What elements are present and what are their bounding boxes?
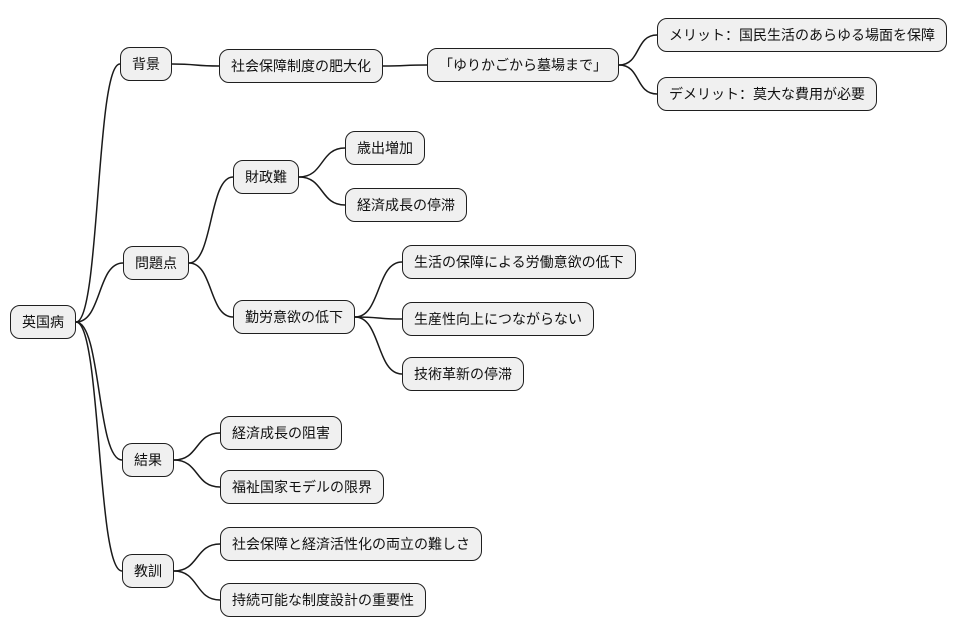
node-kinroiyoku-teika[interactable]: 勤労意欲の低下 [233,300,355,334]
node-eikokubyo[interactable]: 英国病 [10,305,76,339]
node-label: 持続可能な制度設計の重要性 [232,592,414,608]
node-label: 社会保障制度の肥大化 [231,58,371,74]
node-label: 問題点 [135,255,177,271]
node-kekka[interactable]: 結果 [122,443,174,477]
node-label: 財政難 [245,169,287,185]
node-kyokun[interactable]: 教訓 [122,554,174,588]
node-merit[interactable]: メリット：国民生活のあらゆる場面を保障 [657,18,947,52]
node-zaiseinan[interactable]: 財政難 [233,160,299,194]
node-saishutsu-zoka[interactable]: 歳出増加 [345,131,425,165]
node-label: 経済成長の阻害 [232,425,330,441]
node-label: 教訓 [134,563,162,579]
node-label: 経済成長の停滞 [357,197,455,213]
node-jizoku-kano-sekkei[interactable]: 持続可能な制度設計の重要性 [220,583,426,617]
node-label: 歳出増加 [357,140,413,156]
node-label: 「ゆりかごから墓場まで」 [439,57,607,73]
node-label: 生産性向上につながらない [414,311,582,327]
node-label: デメリット：莫大な費用が必要 [669,86,865,102]
node-seisansei-kojo[interactable]: 生産性向上につながらない [402,302,594,336]
node-haikei[interactable]: 背景 [120,47,172,81]
node-label: 技術革新の停滞 [414,366,512,382]
node-seikatsu-hosho-rodoiyoku[interactable]: 生活の保障による労働意欲の低下 [402,245,636,279]
node-yurikago[interactable]: 「ゆりかごから墓場まで」 [427,48,619,82]
node-label: 背景 [132,56,160,72]
node-label: 生活の保障による労働意欲の低下 [414,254,624,270]
node-label: 社会保障と経済活性化の両立の難しさ [232,536,470,552]
node-keizaiseicho-teitai[interactable]: 経済成長の停滞 [345,188,467,222]
node-gijutsukakushin-teitai[interactable]: 技術革新の停滞 [402,357,524,391]
node-label: メリット：国民生活のあらゆる場面を保障 [669,27,935,43]
node-mondaiten[interactable]: 問題点 [123,246,189,280]
node-label: 英国病 [22,314,64,330]
node-label: 勤労意欲の低下 [245,309,343,325]
node-ryoritsu-muzukashisa[interactable]: 社会保障と経済活性化の両立の難しさ [220,527,482,561]
node-label: 結果 [134,452,162,468]
node-label: 福祉国家モデルの限界 [232,479,372,495]
node-fukushikokka-genkai[interactable]: 福祉国家モデルの限界 [220,470,384,504]
node-shakaihosho-hidaika[interactable]: 社会保障制度の肥大化 [219,49,383,83]
node-demerit[interactable]: デメリット：莫大な費用が必要 [657,77,877,111]
node-keizaiseicho-sogai[interactable]: 経済成長の阻害 [220,416,342,450]
